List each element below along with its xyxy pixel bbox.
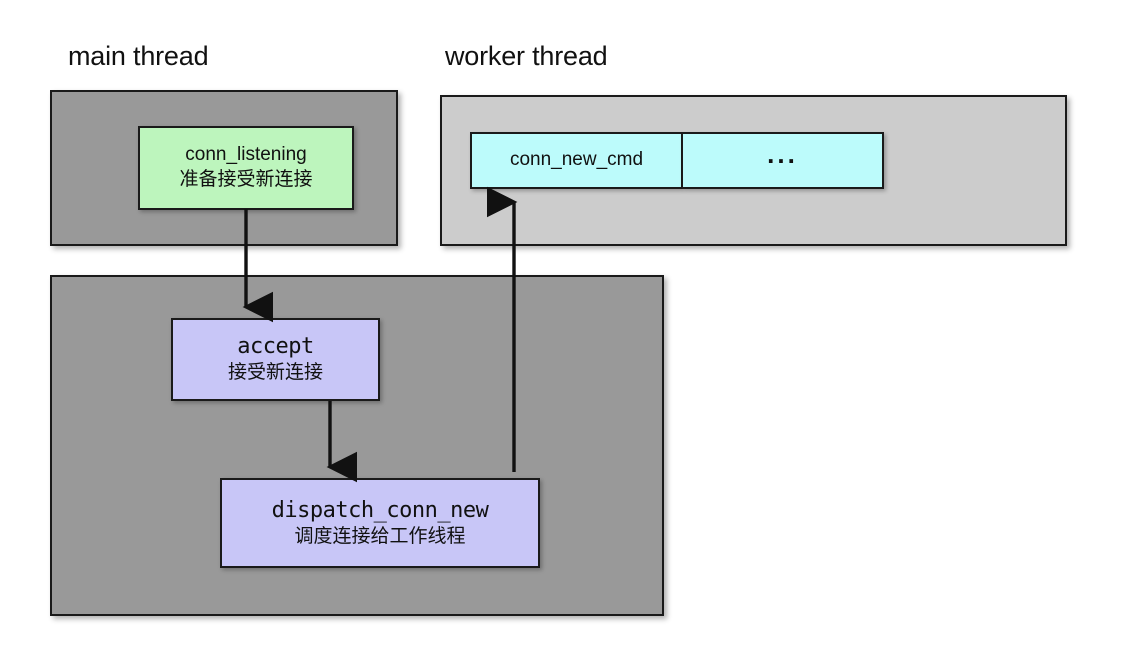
node-conn-new-cmd[interactable]: conn_new_cmd — [470, 132, 682, 189]
node-dispatch-conn-new-name: dispatch_conn_new — [271, 497, 489, 523]
main-thread-label: main thread — [68, 41, 209, 71]
node-accept[interactable]: accept 接受新连接 — [171, 318, 380, 401]
worker-thread-label: worker thread — [445, 41, 608, 71]
node-conn-listening[interactable]: conn_listening 准备接受新连接 — [138, 126, 354, 210]
node-queue-ellipsis[interactable]: ... — [682, 132, 884, 189]
node-conn-listening-name: conn_listening — [185, 144, 307, 166]
node-accept-name: accept — [237, 334, 314, 360]
node-queue-ellipsis-name: ... — [767, 139, 798, 170]
node-dispatch-conn-new-caption: 调度连接给工作线程 — [294, 524, 466, 547]
node-conn-listening-caption: 准备接受新连接 — [179, 167, 313, 190]
node-conn-new-cmd-name: conn_new_cmd — [509, 149, 644, 171]
node-dispatch-conn-new[interactable]: dispatch_conn_new 调度连接给工作线程 — [220, 478, 540, 568]
node-accept-caption: 接受新连接 — [227, 361, 323, 384]
